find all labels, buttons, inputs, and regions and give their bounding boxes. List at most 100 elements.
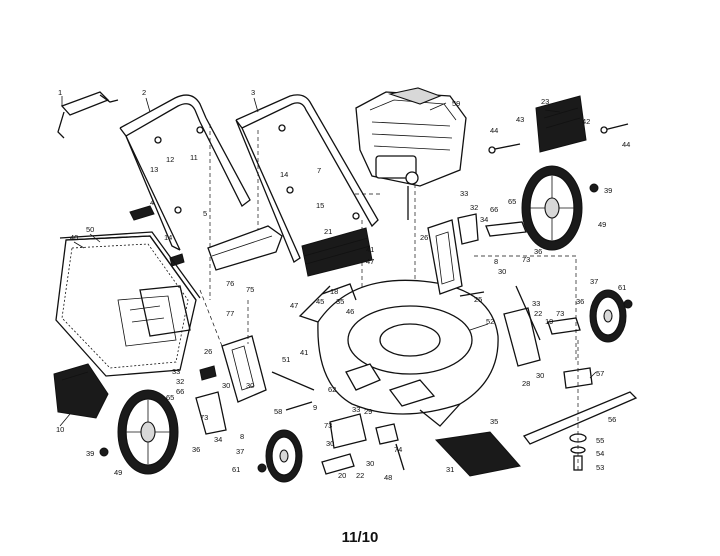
part-label: 49 — [114, 468, 122, 477]
part-label: 36 — [576, 297, 584, 306]
part-label: 35 — [336, 297, 344, 306]
part-label: 30 — [326, 439, 334, 448]
part-label: 49 — [598, 220, 606, 229]
part-label: 44 — [490, 126, 498, 135]
part-label: 41 — [366, 245, 374, 254]
part-label: 34 — [480, 215, 488, 224]
part-label: 14 — [164, 233, 172, 242]
part-label: 47 — [290, 301, 298, 310]
rear-baffle — [207, 225, 283, 271]
mower-deck — [298, 279, 499, 427]
part-label: 73 — [324, 421, 332, 430]
part-label: 61 — [618, 283, 626, 292]
grass-bag — [55, 235, 197, 377]
part-label: 37 — [590, 277, 598, 286]
part-label: 52 — [486, 317, 494, 326]
part-label: 23 — [541, 97, 549, 106]
part-label: 14 — [280, 170, 288, 179]
part-label: 35 — [490, 417, 498, 426]
part-label: 15 — [316, 201, 324, 210]
part-label: 19 — [545, 317, 553, 326]
part-label: 62 — [328, 385, 336, 394]
part-label: 22 — [356, 471, 364, 480]
part-label: 8 — [240, 432, 244, 441]
part-label: 30 — [246, 381, 254, 390]
rear-flap — [535, 95, 587, 153]
part-label: 29 — [364, 407, 372, 416]
part-label: 34 — [214, 435, 222, 444]
part-label: 37 — [236, 447, 244, 456]
part-label: 32 — [176, 377, 184, 386]
part-label: 1 — [58, 88, 62, 97]
front-wheel-right — [589, 289, 627, 343]
part-label: 26 — [204, 347, 212, 356]
part-label: 56 — [608, 415, 616, 424]
part-label: 22 — [534, 309, 542, 318]
part-number-labels: 1 2 3 4 5 7 8 8 9 10 11 12 13 14 14 15 1… — [56, 88, 630, 482]
part-label: 57 — [596, 369, 604, 378]
part-label: 47 — [366, 257, 374, 266]
part-label: 76 — [226, 279, 234, 288]
part-label: 54 — [596, 449, 604, 458]
part-label: 61 — [232, 465, 240, 474]
right-height-adjuster — [427, 213, 581, 367]
part-label: 50 — [86, 225, 94, 234]
part-label: 32 — [470, 203, 478, 212]
upper-handle — [119, 94, 251, 251]
small-hardware — [99, 123, 633, 475]
part-label: 20 — [338, 471, 346, 480]
left-height-adjuster — [195, 335, 267, 435]
part-label: 77 — [226, 309, 234, 318]
part-label: 13 — [150, 165, 158, 174]
part-label: 31 — [446, 465, 454, 474]
part-label: 5 — [203, 209, 207, 218]
front-wheel-left — [265, 429, 303, 483]
part-label: 2 — [142, 88, 146, 97]
part-label: 7 — [317, 166, 321, 175]
part-label: 46 — [346, 307, 354, 316]
engine — [355, 87, 467, 220]
handle-knob-icon — [129, 205, 155, 221]
page-number: 11/10 — [341, 529, 379, 546]
leader-lines — [59, 96, 597, 427]
part-label: 28 — [522, 379, 530, 388]
part-label: 30 — [536, 371, 544, 380]
blade-assembly — [522, 340, 638, 471]
part-label: 53 — [596, 463, 604, 472]
part-label: 12 — [166, 155, 174, 164]
part-label: 66 — [490, 205, 498, 214]
lower-handle — [235, 94, 379, 263]
rear-wheel-right — [521, 165, 583, 251]
part-label: 36 — [192, 445, 200, 454]
part-label: 39 — [604, 186, 612, 195]
part-label: 33 — [352, 405, 360, 414]
part-label: 51 — [282, 355, 290, 364]
bag-frame — [59, 231, 201, 337]
part-label: 21 — [324, 227, 332, 236]
part-label: 42 — [582, 117, 590, 126]
part-label: 8 — [494, 257, 498, 266]
part-label: 58 — [274, 407, 282, 416]
part-label: 39 — [86, 449, 94, 458]
upper-handle-wire — [57, 91, 119, 139]
part-label: 73 — [556, 309, 564, 318]
rear-wheel-left — [117, 389, 179, 475]
handle-hardware — [129, 124, 360, 267]
side-discharge-cover — [53, 363, 109, 419]
part-label: 41 — [300, 348, 308, 357]
part-label: 59 — [452, 99, 460, 108]
part-label: 26 — [420, 233, 428, 242]
part-label: 75 — [246, 285, 254, 294]
part-label: 30 — [222, 381, 230, 390]
part-label: 66 — [176, 387, 184, 396]
part-label: 4 — [150, 198, 154, 207]
part-label: 36 — [534, 247, 542, 256]
part-label: 3 — [251, 88, 255, 97]
part-label: 33 — [460, 189, 468, 198]
part-label: 18 — [330, 287, 338, 296]
part-label: 48 — [384, 473, 392, 482]
part-label: 43 — [516, 115, 524, 124]
part-label: 40 — [70, 233, 78, 242]
part-label: 44 — [622, 140, 630, 149]
